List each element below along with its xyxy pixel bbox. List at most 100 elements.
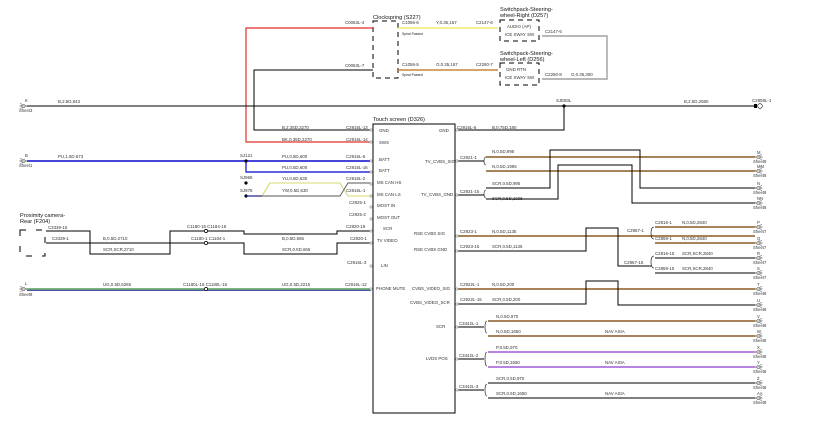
- sheet-ref-arrow-icon[interactable]: [754, 318, 764, 324]
- sheet-ref-m-letter: M: [757, 150, 761, 155]
- wire-red-sws: [245, 27, 373, 143]
- sheet-ref-arrow-icon[interactable]: [754, 333, 764, 339]
- wire-label-scr-1650: SCR,0.5D,1650: [496, 391, 527, 396]
- touch-screen-pin-left: [369, 182, 373, 186]
- switchpack-right-title-2: wheel-Right (D257): [499, 13, 548, 19]
- touch-screen-pin-left: [369, 170, 373, 174]
- connector-c2925-1: C2925-1: [349, 200, 366, 205]
- sheet-ref-l-arrow-icon[interactable]: [18, 286, 28, 292]
- sheet-ref-s-sheet[interactable]: Sheet7: [753, 275, 767, 280]
- sheet-ref-r-letter: R: [757, 251, 760, 256]
- wire-label-b-843: B,2.5D,843: [58, 99, 81, 104]
- touch-screen-module: Touch screen (D326) GND SWS BATT BATT MS…: [372, 117, 456, 414]
- sheet-ref-y-sheet[interactable]: Sheet8: [753, 369, 767, 374]
- sheet-ref-b-arrow-icon[interactable]: [18, 158, 28, 164]
- touch-screen-pin-right: [455, 287, 459, 291]
- sheet-ref-z-letter: Z: [757, 376, 760, 381]
- switchpack-right: Switchpack-Steering- wheel-Right (D257) …: [499, 7, 553, 42]
- ts-pin-most-out: MOST OUT: [377, 215, 400, 220]
- sheet-ref-w-sheet[interactable]: Sheet8: [753, 338, 767, 343]
- sheet-ref-mm-sheet[interactable]: Sheet8: [753, 173, 767, 178]
- sheet-ref-n-letter: N: [757, 181, 760, 186]
- proximity-camera: Proximity camera- Rear (F204): [19, 213, 65, 257]
- sheet-ref-arrow-icon[interactable]: [754, 154, 764, 160]
- wire-label-scr-995: SCR,0.5D,995: [492, 181, 521, 186]
- sheet-ref-nn-letter: NN: [757, 196, 763, 201]
- touch-screen-pin-right: [455, 193, 459, 197]
- sheet-ref-arrow-icon[interactable]: [754, 286, 764, 292]
- connector-c2260-8: C2260-8: [545, 72, 562, 77]
- sheet-ref-arrow-icon[interactable]: [754, 224, 764, 230]
- sheet-ref-p-sheet[interactable]: Sheet7: [753, 229, 767, 234]
- sheet-ref-arrow-icon[interactable]: [754, 364, 764, 370]
- sheet-ref-arrow-icon[interactable]: [754, 240, 764, 246]
- switchpack-left-title-2: wheel-Left (D256): [499, 57, 545, 63]
- connector-c2922l-15: C2922L-15: [460, 297, 482, 302]
- ts-pin-gnd-right: GND: [439, 128, 449, 133]
- connector-c2908l-1-pin: [754, 104, 757, 108]
- inline-connector-c1180l-16: [204, 287, 208, 291]
- switchpack-right-outline: [499, 19, 540, 42]
- annotation-nav-asia-2: NAV ASIA: [605, 360, 625, 365]
- sheet-ref-u-sheet[interactable]: Sheet8: [753, 307, 767, 312]
- touch-screen-pin-right: [455, 302, 459, 306]
- sheet-ref-nn-sheet[interactable]: Sheet8: [753, 205, 767, 210]
- connector-c2816-1: C2816-1: [655, 220, 672, 225]
- clockspring-outline: [372, 20, 399, 79]
- wire-label-scr-1135: SCR,0.5D,1135: [492, 244, 523, 249]
- sheet-ref-arrow-icon[interactable]: [754, 270, 764, 276]
- wire-label-pu-673: PU,1.5D,673: [58, 154, 84, 159]
- ts-pin-cvbs-video-scr: CVBS_VIDEO_SCR: [410, 300, 450, 305]
- wire-label-b-2270: B,2.35D,2270: [282, 125, 309, 130]
- connector-c2916l-14: C2916L-14: [346, 137, 368, 142]
- wire-label-scr-200: SCR,0.5D,200: [492, 297, 521, 302]
- touch-screen-pin-right: [455, 357, 459, 361]
- sheet-ref-r-sheet[interactable]: Sheet7: [753, 260, 767, 265]
- sheet-ref-arrow-icon[interactable]: [754, 380, 764, 386]
- wire-label-b-180: B,0.75D,180: [492, 125, 517, 130]
- connector-c2916l-6: C2916L-6: [346, 154, 366, 159]
- ts-pin-cvbs-video-sig: CVBS_VIDEO_SIG: [412, 286, 451, 291]
- switchpack-left-pin-gnd: GND RTN: [506, 67, 526, 72]
- sheet-ref-q-sheet[interactable]: Sheet7: [753, 245, 767, 250]
- switchpack-right-title-1: Switchpack-Steering-: [500, 7, 553, 13]
- wire-gnd-right: [456, 106, 565, 131]
- wire-label-b-2710: B,0.5D,2710: [103, 236, 128, 241]
- connector-c2916l-13: C2916L-13: [346, 125, 368, 130]
- sheet-ref-y-letter: Y: [757, 360, 760, 365]
- sheet-ref-arrow-icon[interactable]: [754, 200, 764, 206]
- wire-label-scr-2840-b: SCR,SCR,2840: [682, 266, 713, 271]
- sheet-ref-v-sheet[interactable]: Sheet8: [753, 323, 767, 328]
- sheet-ref-arrow-icon[interactable]: [754, 185, 764, 191]
- wire-scr-200: [456, 280, 755, 306]
- wire-label-n-1650: N,0.5D,1650: [496, 329, 521, 334]
- connector-c2967-15: C2967-15: [624, 260, 644, 265]
- sheet-ref-arrow-icon[interactable]: [754, 302, 764, 308]
- ts-pin-scr-right: SCR: [436, 324, 445, 329]
- touch-screen-pin-right: [455, 388, 459, 392]
- sheet-ref-arrow-icon[interactable]: [754, 349, 764, 355]
- sheet-ref-n-sheet[interactable]: Sheet8: [753, 190, 767, 195]
- sheet-ref-x-sheet[interactable]: Sheet8: [753, 354, 767, 359]
- connector-c2916l-2: C2916L-2: [346, 176, 366, 181]
- sheet-ref-aa-sheet[interactable]: Sheet8: [753, 400, 767, 405]
- wire-label-scr-2840-a: SCR,SCR,2840: [682, 251, 713, 256]
- sheet-ref-p-letter: P: [757, 220, 760, 225]
- touch-screen-pin-left: [369, 229, 373, 233]
- touch-screen-pin-left: [369, 194, 373, 198]
- sheet-ref-q-letter: Q: [757, 236, 761, 241]
- ts-pin-most-in: MOST IN: [377, 203, 395, 208]
- switchpack-left-pin-ice: ICE SWAY SW: [505, 75, 535, 80]
- sheet-ref-arrow-icon[interactable]: [754, 395, 764, 401]
- sheet-ref-k-arrow-icon[interactable]: [18, 103, 28, 109]
- inline-connector-c1180-15: [204, 229, 208, 233]
- ts-pin-tv-video: TV VIDEO: [377, 238, 398, 243]
- touch-screen-pin-left: [369, 217, 373, 221]
- sheet-ref-b-sheet: Sheet1: [19, 163, 33, 168]
- sheet-ref-arrow-icon[interactable]: [754, 255, 764, 261]
- sheet-ref-t-sheet[interactable]: Sheet8: [753, 291, 767, 296]
- sheet-ref-z-sheet[interactable]: Sheet8: [753, 385, 767, 390]
- sheet-ref-m-sheet[interactable]: Sheet8: [753, 159, 767, 164]
- sheet-ref-arrow-icon[interactable]: [754, 168, 764, 174]
- sheet-ref-l-sheet: Sheet9: [19, 292, 33, 297]
